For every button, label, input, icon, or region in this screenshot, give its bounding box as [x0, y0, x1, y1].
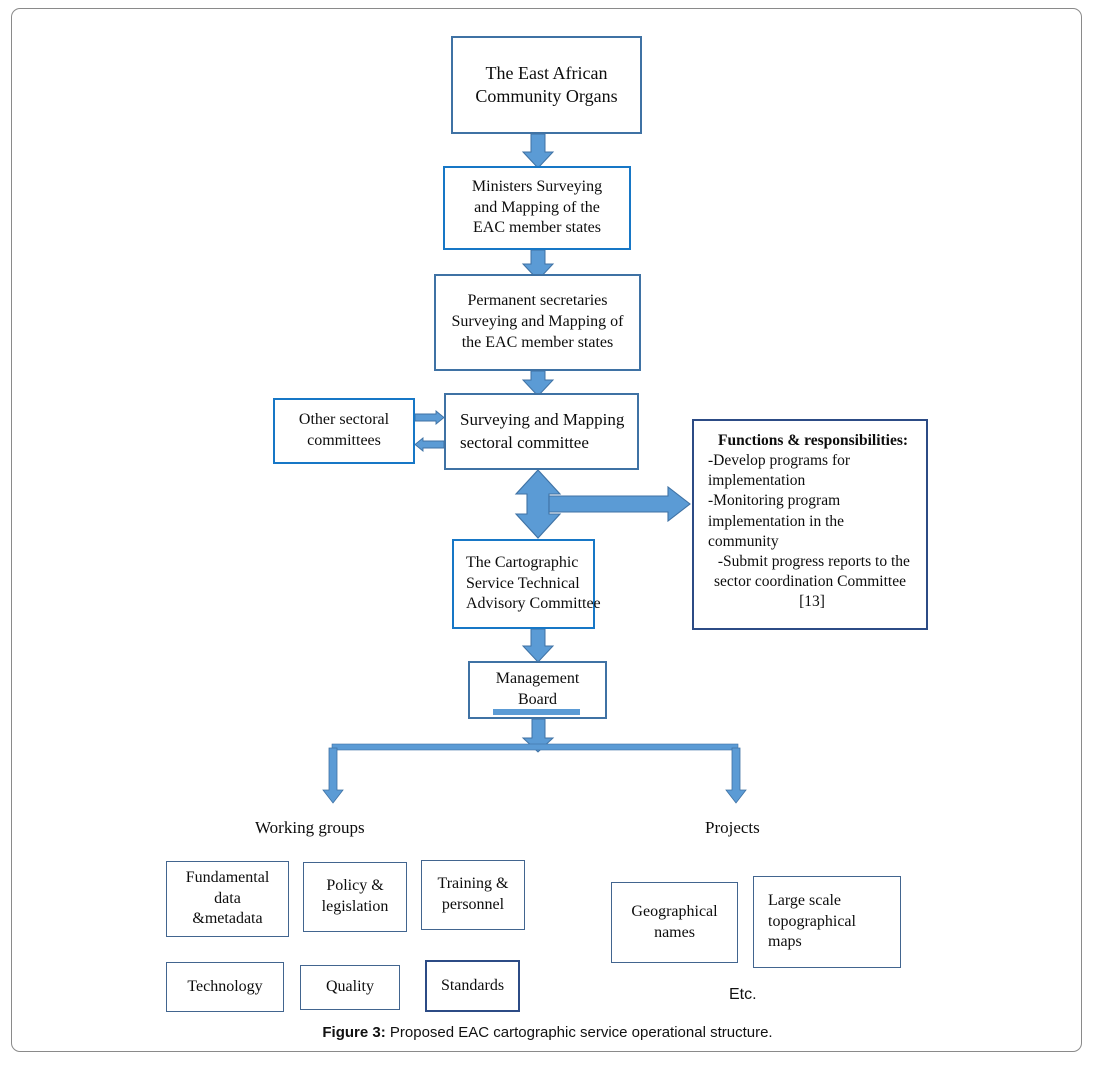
management-board-underline-bar — [493, 709, 580, 715]
node-line: maps — [768, 933, 802, 951]
node-working-group-fundamental-data[interactable]: Fundamental data &metadata — [166, 861, 289, 937]
branch-connector — [322, 718, 747, 804]
node-line: The East African — [485, 62, 608, 83]
node-line: Other sectoral — [298, 411, 390, 429]
node-line: Surveying and Mapping — [460, 410, 625, 430]
arrow-sectoral-to-functions — [548, 485, 691, 523]
functions-responsibilities-box[interactable]: Functions & responsibilities: -Develop p… — [692, 419, 928, 630]
node-line: EAC member states — [473, 219, 601, 237]
node-line: names — [654, 923, 695, 941]
node-line: legislation — [321, 898, 389, 915]
node-line: Management — [495, 670, 580, 687]
label-projects-etc: Etc. — [729, 986, 757, 1003]
functions-line: implementation in the — [708, 512, 845, 530]
figure-caption: Figure 3: Proposed EAC cartographic serv… — [0, 1024, 1095, 1041]
node-working-group-standards[interactable]: Standards — [425, 960, 520, 1012]
node-line: &metadata — [192, 910, 263, 928]
node-line: Quality — [326, 978, 374, 996]
node-line: and Mapping of the — [474, 198, 600, 216]
node-cartographic-service-technical-advisory-committee[interactable]: The Cartographic Service Technical Advis… — [452, 539, 601, 629]
node-management-board[interactable]: Management Board — [468, 661, 607, 719]
node-line: Technology — [187, 977, 263, 995]
node-line: personnel — [441, 896, 505, 913]
node-working-group-technology[interactable]: Technology — [166, 962, 284, 1012]
figure-number: Figure 3: — [322, 1024, 386, 1041]
node-ministers[interactable]: Ministers Surveying and Mapping of the E… — [443, 166, 631, 250]
node-line: the EAC member states — [461, 333, 614, 351]
functions-line: -Submit progress reports to the — [714, 552, 910, 570]
node-line: Community Organs — [475, 86, 618, 106]
label-projects: Projects — [705, 818, 760, 837]
node-line: Ministers Surveying — [471, 177, 603, 195]
node-line: Surveying and Mapping of — [451, 313, 624, 331]
arrow-advisory-to-board — [521, 628, 555, 663]
arrow-other-to-sectoral — [414, 410, 445, 425]
label-working-groups: Working groups — [255, 818, 365, 837]
node-line: Training & — [437, 875, 509, 893]
node-line: Service Technical — [466, 574, 580, 592]
node-line: sectoral committee — [460, 432, 589, 452]
arrow-sectoral-to-other — [414, 437, 445, 452]
functions-reference: [13] — [799, 593, 825, 611]
node-other-sectoral-committees[interactable]: Other sectoral committees — [273, 398, 415, 464]
node-eac-community-organs[interactable]: The East African Community Organs — [451, 36, 642, 134]
functions-line: implementation — [708, 472, 806, 490]
functions-line: community — [708, 532, 779, 550]
node-line: Permanent secretaries — [467, 292, 608, 310]
node-line: Fundamental — [185, 868, 270, 886]
node-working-group-training-personnel[interactable]: Training & personnel — [421, 860, 525, 930]
functions-line: -Monitoring program — [708, 492, 841, 510]
node-line: data — [214, 889, 241, 907]
node-line: The Cartographic — [466, 553, 579, 571]
node-project-large-scale-topographical-maps[interactable]: Large scale topographical maps — [753, 876, 901, 968]
node-line: Advisory Committee — [466, 595, 601, 613]
node-line: Large scale — [768, 891, 841, 909]
node-permanent-secretaries[interactable]: Permanent secretaries Surveying and Mapp… — [434, 274, 641, 371]
node-line: Policy & — [326, 877, 384, 895]
arrow-bidirectional-vertical — [514, 469, 562, 539]
node-working-group-quality[interactable]: Quality — [300, 965, 400, 1010]
node-line: Board — [517, 690, 558, 708]
arrow-organs-to-ministers — [521, 133, 555, 169]
functions-header: Functions & responsibilities: — [718, 432, 909, 449]
node-surveying-mapping-sectoral-committee[interactable]: Surveying and Mapping sectoral committee — [444, 393, 639, 470]
node-working-group-policy-legislation[interactable]: Policy & legislation — [303, 862, 407, 932]
functions-line: sector coordination Committee — [714, 572, 906, 590]
figure-caption-text: Proposed EAC cartographic service operat… — [385, 1024, 773, 1041]
node-project-geographical-names[interactable]: Geographical names — [611, 882, 738, 963]
node-line: Geographical — [631, 902, 718, 920]
functions-line: -Develop programs for — [708, 452, 851, 470]
node-line: committees — [307, 432, 381, 449]
node-line: topographical — [768, 912, 856, 930]
node-line: Standards — [440, 976, 505, 994]
